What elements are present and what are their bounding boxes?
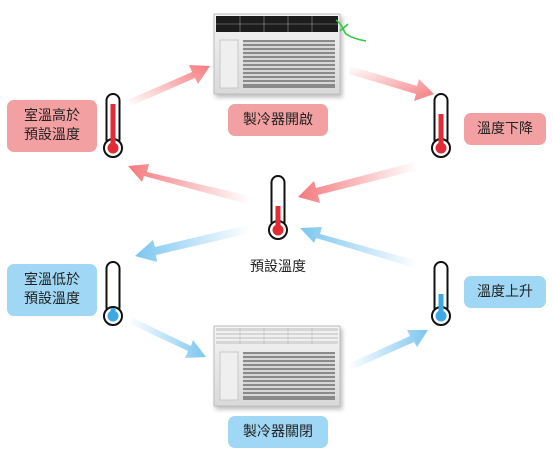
thermometer-icon — [103, 261, 123, 326]
air-conditioner-icon — [213, 13, 341, 95]
temp-falls-label: 溫度下降 — [464, 113, 546, 145]
temp-rises-label: 溫度上升 — [464, 276, 546, 308]
check-mark-icon — [335, 19, 367, 42]
arrow-warm-to-ac-on — [128, 65, 210, 106]
thermometer-icon — [431, 93, 451, 158]
thermometer-icon — [268, 175, 288, 240]
arrow-room-below-to-ac-off — [128, 317, 206, 358]
arrow-temp-falls-to-setpoint — [298, 162, 417, 203]
ac-on-label: 製冷器開啟 — [228, 104, 328, 136]
thermometer-icon — [431, 261, 451, 326]
arrow-ac-on-to-temp-falls — [349, 66, 434, 101]
room-below-setpoint-label: 室溫低於 預設溫度 — [7, 264, 97, 316]
ac-off-label: 製冷器關閉 — [228, 416, 328, 448]
arrow-setpoint-to-room-below — [135, 225, 250, 262]
arrow-temp-rises-to-setpoint — [300, 227, 418, 268]
thermometer-icon — [103, 93, 123, 158]
arrow-setpoint-to-room-above — [128, 164, 250, 204]
arrow-ac-off-to-temp-rises — [348, 330, 428, 370]
air-conditioner-icon — [213, 325, 341, 407]
room-above-setpoint-label: 室溫高於 預設溫度 — [7, 100, 97, 152]
setpoint-label: 預設溫度 — [250, 259, 306, 275]
